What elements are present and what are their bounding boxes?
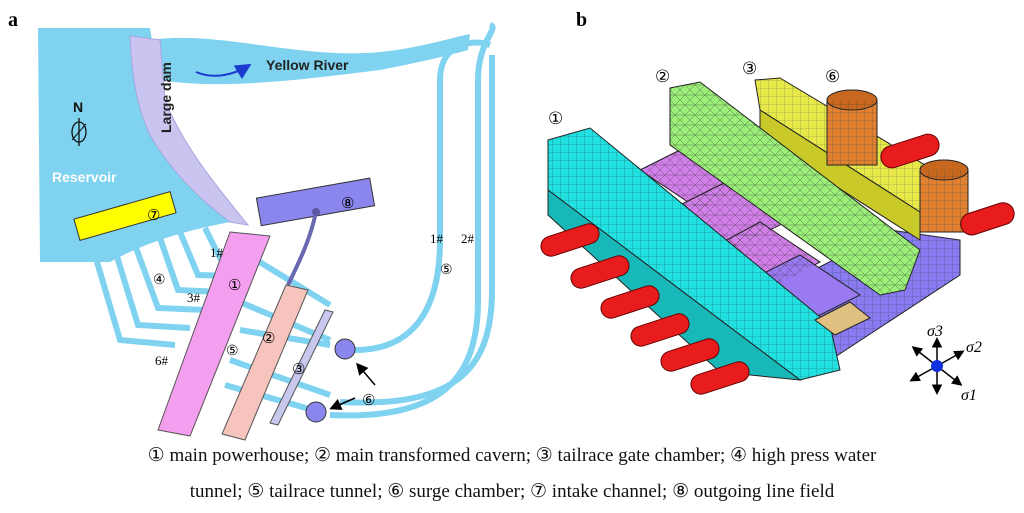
marker-tailrace-right: ⑤	[440, 263, 453, 278]
tailrace-loop-1	[354, 39, 491, 353]
stress-label-2: σ2	[966, 339, 982, 356]
tailrace-gate-chamber	[269, 309, 334, 426]
outgoing-line-field	[255, 177, 376, 227]
yellow-river	[150, 34, 470, 85]
reservoir-label: Reservoir	[52, 169, 117, 185]
marker-intake: ⑦	[147, 208, 160, 224]
marker-surge: ⑥	[362, 393, 375, 409]
outgoing-node	[312, 208, 320, 216]
stress-label-3: σ3	[927, 323, 943, 340]
marker-tailrace: ⑤	[226, 344, 239, 359]
panel-b-label: b	[576, 9, 587, 31]
marker-outgoing: ⑧	[341, 196, 354, 212]
mesh-main-powerhouse	[547, 127, 841, 381]
mesh-transformer-cavern	[669, 81, 921, 296]
stress-label-1: σ1	[961, 387, 977, 404]
marker-high-press: ④	[153, 273, 166, 288]
stress-axes-icon	[909, 337, 965, 395]
mesh-marker-6: ⑥	[825, 67, 840, 86]
mesh-marker-1: ①	[548, 109, 563, 128]
mesh-inlet-pipes	[540, 223, 750, 395]
tailrace-loop-3	[339, 55, 495, 406]
mesh-marker-3: ③	[742, 59, 757, 78]
north-label: N	[73, 99, 83, 115]
river-label: Yellow River	[266, 57, 349, 73]
surge-arrow-1	[356, 362, 376, 386]
caption-line-1: ① main powerhouse; ② main transformed ca…	[147, 445, 877, 466]
mesh-surge-chambers	[826, 89, 969, 233]
mesh-outlet-pipes	[880, 133, 1015, 236]
marker-transformer: ②	[262, 331, 275, 347]
marker-gate-chamber: ③	[292, 362, 305, 378]
tailrace-label-2: 2#	[461, 231, 475, 246]
tailrace-label-1: 1#	[430, 231, 444, 246]
surge-chamber-2	[305, 401, 327, 423]
main-powerhouse	[157, 231, 271, 437]
mesh-marker-2: ②	[655, 67, 670, 86]
panel-a-label: a	[8, 9, 18, 31]
river-flow-arrow	[195, 63, 252, 80]
marker-powerhouse: ①	[228, 278, 241, 294]
caption-line-2: tunnel; ⑤ tailrace tunnel; ⑥ surge chamb…	[189, 481, 835, 502]
panel-b: b	[540, 9, 1015, 404]
surge-arrow-2	[329, 397, 356, 410]
north-arrow-icon	[71, 118, 87, 146]
tunnel-label-6: 6#	[155, 353, 169, 368]
mesh-connector	[814, 301, 871, 336]
transformer-cavern	[221, 284, 309, 441]
intake-channel	[73, 191, 177, 241]
tunnel-label-1: 1#	[210, 245, 224, 260]
large-dam	[129, 35, 250, 226]
outgoing-line	[286, 211, 318, 286]
panel-a: a ⑦ ⑧	[8, 9, 496, 441]
tailrace-loop-2	[329, 22, 496, 419]
tunnel-label-3: 3#	[187, 290, 201, 305]
reservoir-water	[38, 28, 240, 262]
surge-chamber-1	[334, 338, 356, 360]
dam-label: Large dam	[158, 62, 174, 133]
